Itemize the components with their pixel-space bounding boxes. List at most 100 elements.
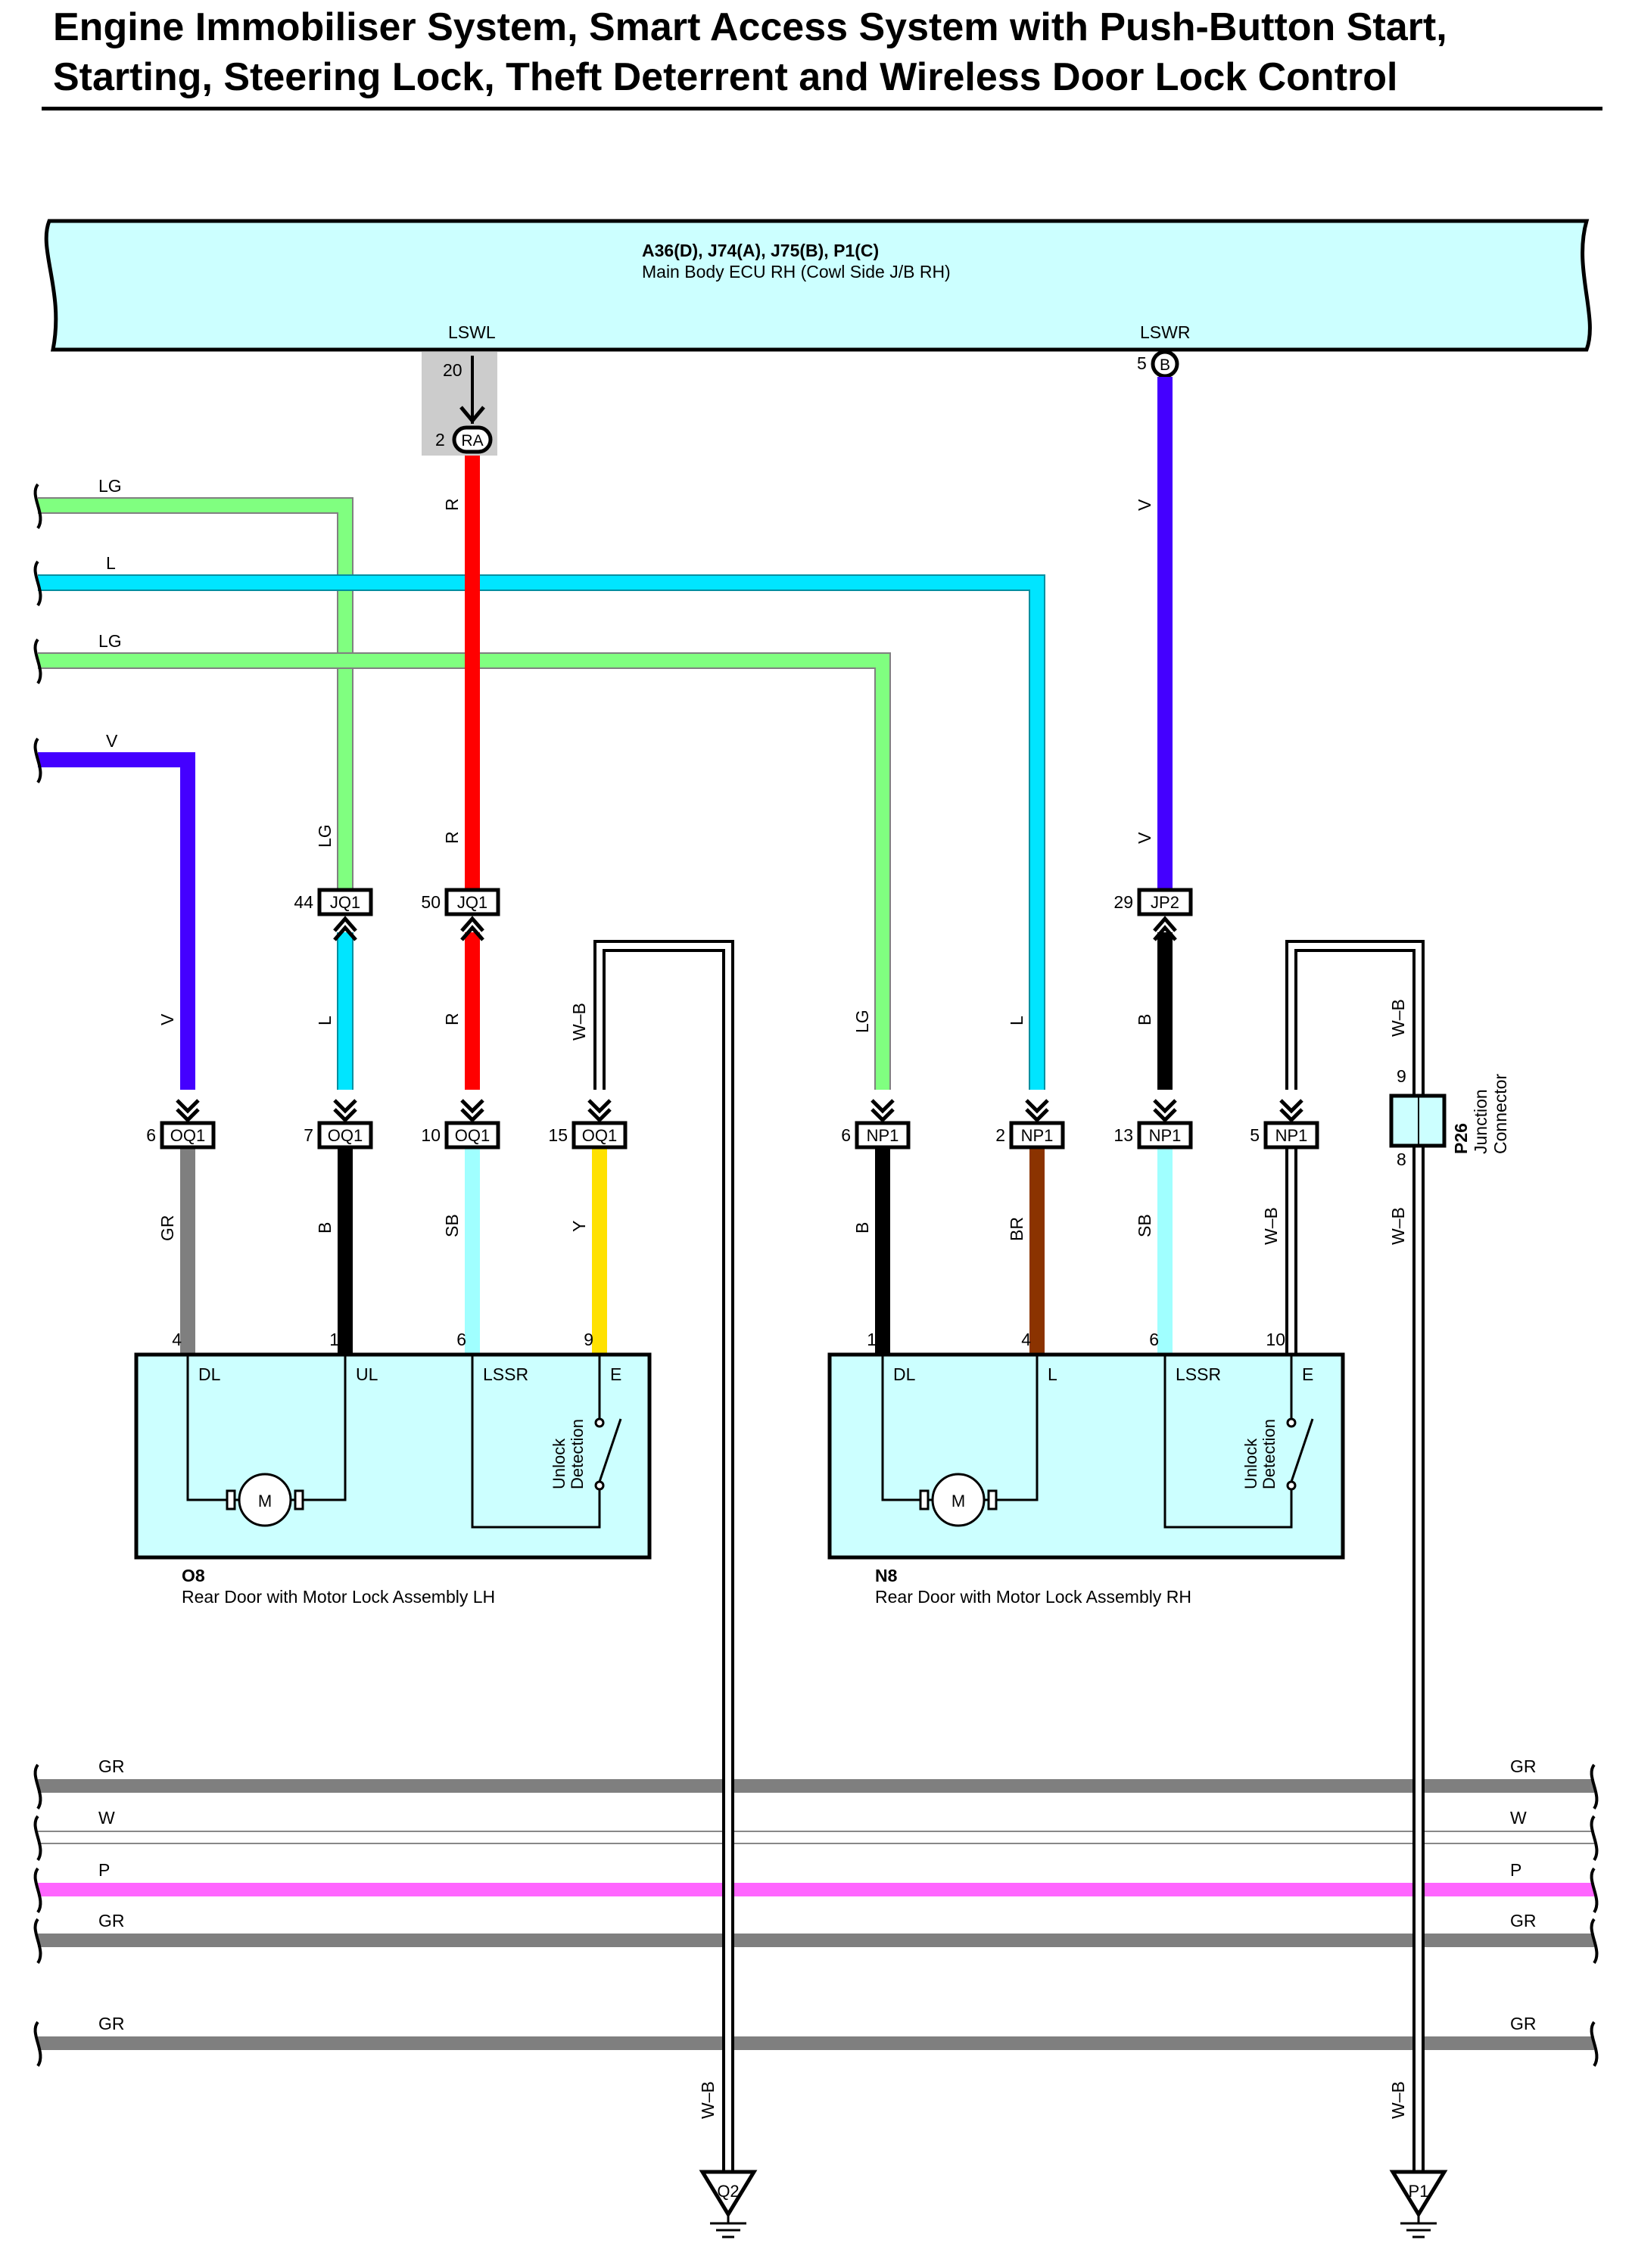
ra-connector-oval: [452, 425, 493, 454]
bus-wire-break-right: [1590, 1918, 1599, 1965]
component-pin-number: 10: [1266, 1330, 1285, 1349]
ground-q2: Q2: [699, 2170, 758, 2238]
label-wb-n8: W–B: [1261, 1207, 1281, 1245]
wire-break-lg-2: [33, 638, 42, 685]
connector-name: NP1: [1149, 1126, 1182, 1145]
ecu-name: Main Body ECU RH (Cowl Side J/B RH): [642, 262, 951, 282]
label-lg-1: LG: [98, 476, 122, 496]
label-lg-jq: LG: [315, 824, 335, 848]
component-pin-label: E: [1302, 1364, 1313, 1384]
bus-wire-break-left: [33, 1867, 42, 1914]
connector-chevron-down: [460, 1108, 484, 1123]
motor-brush-left: [919, 1489, 930, 1510]
connector-chevron-down: [333, 1108, 357, 1123]
connector-chevron-up: [333, 925, 357, 941]
label-gr-o8: GR: [157, 1215, 177, 1242]
connector-name: OQ1: [170, 1126, 205, 1145]
connector-chevron-down: [1153, 1108, 1177, 1123]
connector-chevron-down: [871, 1099, 895, 1114]
label-wb-q2: W–B: [698, 2081, 718, 2119]
switch-circuit: [471, 1355, 601, 1529]
component-pin-label: L: [1048, 1364, 1057, 1384]
motor-brush-right: [987, 1489, 998, 1510]
motor-label: M: [258, 1492, 272, 1510]
label-lg-2: LG: [98, 631, 122, 651]
connector-name: OQ1: [328, 1126, 363, 1145]
bus-wire-label-right: GR: [1510, 2014, 1537, 2033]
connector-box: [317, 888, 373, 916]
wire-wb-np1-p26: [1288, 943, 1422, 1096]
wire-breaks-left: [33, 483, 42, 784]
bus-wire-break-right: [1590, 1867, 1599, 1914]
component-code: O8: [182, 1566, 205, 1585]
connector-pin: 6: [841, 1125, 851, 1145]
connector-box: [1009, 1121, 1065, 1150]
connector-chevron-down: [1279, 1099, 1303, 1114]
label-sb-n8: SB: [1135, 1214, 1154, 1237]
junction-name-2: Connector: [1490, 1074, 1510, 1154]
ecu-pin-lswr: 5 B: [1137, 350, 1179, 378]
connector-box: [1263, 1121, 1319, 1150]
label-r-oq: R: [442, 1013, 462, 1025]
connector-pin: 29: [1113, 892, 1133, 912]
label-b-o8: B: [315, 1222, 335, 1234]
label-sb-o8: SB: [442, 1214, 462, 1237]
component-pin-number: 4: [1021, 1330, 1031, 1349]
connector-pin: 10: [421, 1125, 441, 1145]
component-name: Rear Door with Motor Lock Assembly RH: [875, 1587, 1191, 1607]
bus-wire-label-right: GR: [1510, 1911, 1537, 1930]
motor-brush-left: [226, 1489, 236, 1510]
ground-triangle: [1389, 2170, 1448, 2218]
bus-wire-gr: GR GR: [33, 1756, 1599, 1810]
junction-name-1: Junction: [1471, 1089, 1490, 1154]
connector-box: [444, 888, 500, 916]
switch-label-1: Unlock: [1241, 1438, 1260, 1489]
connector-chevron-up: [460, 925, 484, 941]
bus-wire-label-right: GR: [1510, 1756, 1537, 1776]
switch-circuit: [1163, 1355, 1293, 1529]
inline-connector-oq1-6: OQ1 6: [146, 1099, 216, 1150]
component-pin-label: UL: [356, 1364, 378, 1384]
connector-pin: 2: [995, 1125, 1005, 1145]
connector-pin: 6: [146, 1125, 156, 1145]
connector-box: [1137, 1121, 1193, 1150]
switch-contact: [1286, 1417, 1297, 1428]
label-v-oq: V: [157, 1013, 177, 1025]
component-box: [134, 1352, 652, 1560]
ra-splice-arrow: [459, 406, 485, 424]
motor-label: M: [951, 1492, 965, 1510]
junction-code: P26: [1451, 1123, 1471, 1154]
component-pin-label: LSSR: [483, 1364, 528, 1384]
switch-label-2: Detection: [1260, 1419, 1279, 1489]
connector-chevron-down: [587, 1108, 612, 1123]
connector-chevron-down: [1025, 1108, 1049, 1123]
bus-wire-break-left: [33, 1815, 42, 1862]
component-pin-number: 1: [867, 1330, 877, 1349]
bus-wire-label-left: GR: [98, 1756, 125, 1776]
connector-chevron-up: [333, 916, 357, 932]
connector-chevron-down: [1153, 1099, 1177, 1114]
connector-chevron-up: [1153, 925, 1177, 941]
ra-connector-pin: 2: [435, 430, 445, 450]
label-wb-p26b: W–B: [1388, 1207, 1408, 1245]
label-b-np: B: [1135, 1014, 1154, 1025]
bus-wire-label-right: P: [1510, 1860, 1521, 1880]
component-pin-label: E: [610, 1364, 621, 1384]
title-underline: [42, 107, 1602, 110]
component-pin-label: DL: [893, 1364, 916, 1384]
wire-l-1: [38, 576, 1044, 1090]
ra-connector-label: RA: [461, 432, 483, 450]
label-l-oq: L: [315, 1016, 335, 1025]
main-body-ecu: A36(D), J74(A), J75(B), P1(C) Main Body …: [44, 219, 1592, 352]
switch-blade-icon: [1290, 1418, 1314, 1482]
